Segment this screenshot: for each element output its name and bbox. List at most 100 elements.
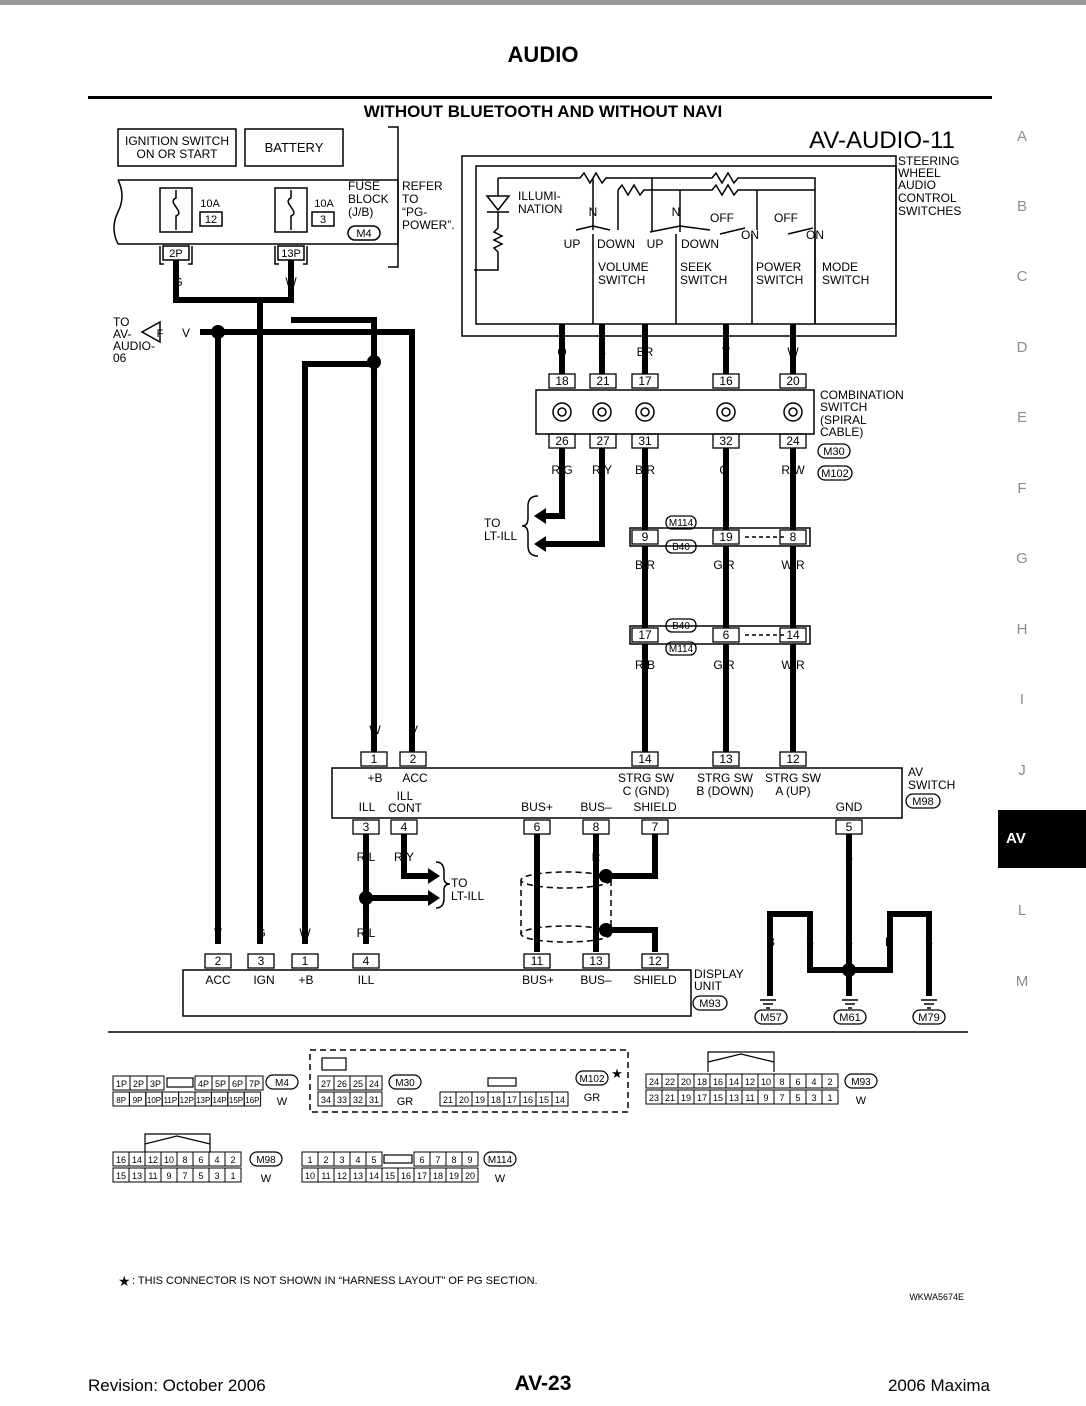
m98-cell [224,1151,242,1167]
fuse-block-conn-label: M4 [356,228,371,240]
m4-cell [146,1075,165,1091]
volume-down: DOWN [597,237,635,251]
m102-pin: 18 [491,1095,501,1105]
m114-pin: 16 [401,1171,411,1181]
section-index-h[interactable]: H [1016,621,1028,638]
display-conn-m93: M93 [699,998,720,1010]
ignition-switch-box [117,128,237,167]
combo-conn-m30: M30 [823,446,844,458]
refer-label-2: TO [402,192,418,206]
av-bot-wire: L [534,850,541,864]
m93-cell [821,1073,839,1089]
illumination-label-2: NATION [518,202,562,216]
refer-label-3: “PG- [402,205,427,219]
section-index-b[interactable]: B [1016,198,1027,215]
section-index-d[interactable]: D [1016,339,1028,356]
j1-pin: 19 [719,530,733,544]
m93-pin: 10 [761,1077,771,1087]
av-bot-wire: R [592,850,601,864]
m114-pin: 12 [337,1171,347,1181]
m30-pin: 34 [321,1095,331,1105]
m114-pin: 9 [467,1155,472,1165]
av-strg-a-label-2: A (UP) [775,784,810,798]
m102-pin: 21 [443,1095,453,1105]
m102-cell [551,1091,569,1107]
m4-pin: 3P [150,1079,161,1089]
m114-pin: 5 [371,1155,376,1165]
connector-color: W [261,1173,272,1185]
cs-bot-wire: G [719,463,728,477]
cs-top-pin: 17 [638,374,652,388]
du-pin: 2 [215,954,222,968]
m98-pin: 10 [164,1155,174,1165]
m114-pin: 7 [435,1155,440,1165]
j2-conn-m114: M114 [669,644,694,655]
refer-label-4: POWER”. [402,218,455,232]
av06-connector-letter: F [157,328,164,340]
combination-switch-label-2: SWITCH [820,400,867,414]
section-index-e[interactable]: E [1016,409,1027,426]
figure-code: WKWA5674E [909,1292,964,1302]
section-index-c[interactable]: C [1016,268,1028,285]
m98-pin: 16 [116,1155,126,1165]
av06-wire: V [182,326,190,340]
section-index-g[interactable]: G [1016,550,1028,567]
footnote-star: ★ [118,1273,131,1289]
j2-pin: 6 [723,628,730,642]
seek-n: N [672,205,681,219]
cs-bot-pin: 27 [596,434,610,448]
connector-badge [388,1074,422,1090]
m30-pin: 31 [369,1095,379,1105]
m98-pin: 5 [198,1171,203,1181]
illumination-label: ILLUMI- [518,189,561,203]
m98-pin: 8 [182,1155,187,1165]
ground-m79: M79 [918,1012,939,1024]
du-pin: 4 [363,954,370,968]
m98-pin: 6 [198,1155,203,1165]
av-ill-label: ILL [359,800,376,814]
m102-pin: 19 [475,1095,485,1105]
j1-conn-m114: M114 [669,518,694,529]
section-index-j[interactable]: J [1018,762,1026,779]
m114-pin: 13 [353,1171,363,1181]
m98-pin: 1 [230,1171,235,1181]
av-strg-pin: 13 [719,752,733,766]
ground-wire: B [767,935,775,949]
m98-pin: 3 [214,1171,219,1181]
m98-pin: 9 [166,1171,171,1181]
m98-pin: 11 [148,1171,157,1181]
battery-box [244,128,344,167]
ground-wire: B [845,935,853,949]
section-index-i[interactable]: I [1019,691,1025,708]
av-strg-a-label: STRG SW [765,771,822,785]
wire-v-av06 [200,329,415,752]
section-index-m[interactable]: M [1015,973,1029,990]
m30-lock [321,1057,347,1071]
m93-pin: 22 [665,1077,675,1087]
m102-pin: 14 [555,1095,565,1105]
av-ill-cont-label-2: CONT [388,801,423,815]
m93-pin: 2 [827,1077,832,1087]
ground-wire: B [925,935,933,949]
m93-cell [821,1089,839,1105]
section-index-av-active[interactable]: AV [998,810,1086,868]
m93-pin: 3 [811,1093,816,1103]
av-bot-wire: R/L [357,850,376,864]
section-index-f[interactable]: F [1017,480,1027,497]
du-wire: W [299,926,311,940]
to-lt-ill-2-label-2: LT-ILL [451,889,484,903]
j1-pin: 8 [790,530,797,544]
m93-pin: 9 [763,1093,768,1103]
section-index-a[interactable]: A [1016,128,1027,145]
m98-pin: 15 [116,1171,126,1181]
volume-up: UP [564,237,581,251]
connector-color: GR [584,1092,601,1104]
du-wire: G [256,926,265,940]
m114-pin: 10 [305,1171,315,1181]
to-lt-ill-label-2: LT-ILL [484,529,517,543]
connector-name: M93 [851,1077,871,1088]
m30-pin: 24 [369,1079,379,1089]
section-index-l[interactable]: L [1017,902,1027,919]
m4-lock [166,1077,194,1088]
m93-pin: 7 [779,1093,784,1103]
